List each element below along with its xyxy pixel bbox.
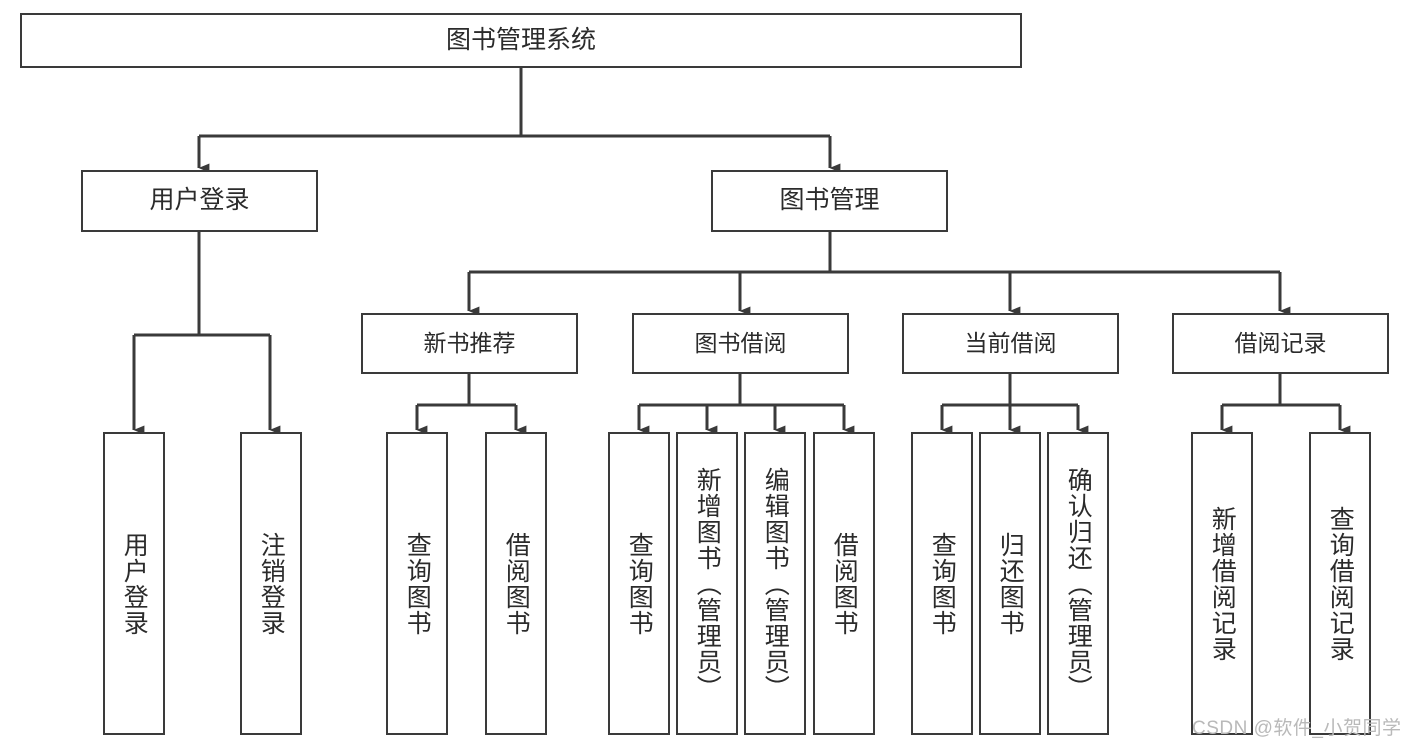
node-leaf-query-book-1[interactable]: 查询图书 — [386, 432, 448, 735]
node-leaf-confirm-return-label: 确认归还（管理员） — [1064, 466, 1093, 701]
node-leaf-return-book[interactable]: 归还图书 — [979, 432, 1041, 735]
node-borrow-record[interactable]: 借阅记录 — [1172, 313, 1389, 374]
node-leaf-query-book-2-label: 查询图书 — [625, 531, 654, 636]
node-book-mgmt[interactable]: 图书管理 — [711, 170, 948, 232]
node-book-mgmt-label: 图书管理 — [779, 186, 880, 215]
node-leaf-add-book[interactable]: 新增图书（管理员） — [676, 432, 738, 735]
node-leaf-query-book-2[interactable]: 查询图书 — [608, 432, 670, 735]
watermark: CSDN @软件_小贺同学 — [1192, 718, 1402, 739]
node-leaf-add-book-label: 新增图书（管理员） — [693, 466, 722, 701]
node-book-borrow-label: 图书借阅 — [694, 329, 787, 356]
node-leaf-query-book-3-label: 查询图书 — [928, 531, 957, 636]
node-leaf-user-login[interactable]: 用户登录 — [103, 432, 165, 735]
node-leaf-add-record[interactable]: 新增借阅记录 — [1191, 432, 1253, 735]
node-borrow-record-label: 借阅记录 — [1234, 329, 1327, 356]
node-leaf-logout-label: 注销登录 — [257, 531, 286, 636]
node-leaf-query-book-1-label: 查询图书 — [403, 531, 432, 636]
node-leaf-return-book-label: 归还图书 — [996, 531, 1025, 636]
node-user-login[interactable]: 用户登录 — [81, 170, 318, 232]
node-user-login-label: 用户登录 — [149, 186, 250, 215]
node-leaf-user-login-label: 用户登录 — [120, 531, 149, 636]
node-leaf-query-book-3[interactable]: 查询图书 — [911, 432, 973, 735]
node-leaf-edit-book-label: 编辑图书（管理员） — [761, 466, 790, 701]
node-book-borrow[interactable]: 图书借阅 — [632, 313, 849, 374]
node-leaf-logout[interactable]: 注销登录 — [240, 432, 302, 735]
node-current-borrow[interactable]: 当前借阅 — [902, 313, 1119, 374]
node-new-book-rec[interactable]: 新书推荐 — [361, 313, 578, 374]
node-leaf-confirm-return[interactable]: 确认归还（管理员） — [1047, 432, 1109, 735]
node-leaf-borrow-book-1-label: 借阅图书 — [502, 531, 531, 636]
node-new-book-rec-label: 新书推荐 — [423, 329, 516, 356]
node-leaf-query-record-label: 查询借阅记录 — [1326, 505, 1355, 662]
node-current-borrow-label: 当前借阅 — [964, 329, 1057, 356]
node-leaf-query-record[interactable]: 查询借阅记录 — [1309, 432, 1371, 735]
node-leaf-borrow-book-1[interactable]: 借阅图书 — [485, 432, 547, 735]
node-root[interactable]: 图书管理系统 — [20, 13, 1022, 68]
node-leaf-edit-book[interactable]: 编辑图书（管理员） — [744, 432, 806, 735]
node-leaf-borrow-book-2-label: 借阅图书 — [830, 531, 859, 636]
node-leaf-borrow-book-2[interactable]: 借阅图书 — [813, 432, 875, 735]
node-leaf-add-record-label: 新增借阅记录 — [1208, 505, 1237, 662]
node-root-label: 图书管理系统 — [445, 25, 596, 54]
